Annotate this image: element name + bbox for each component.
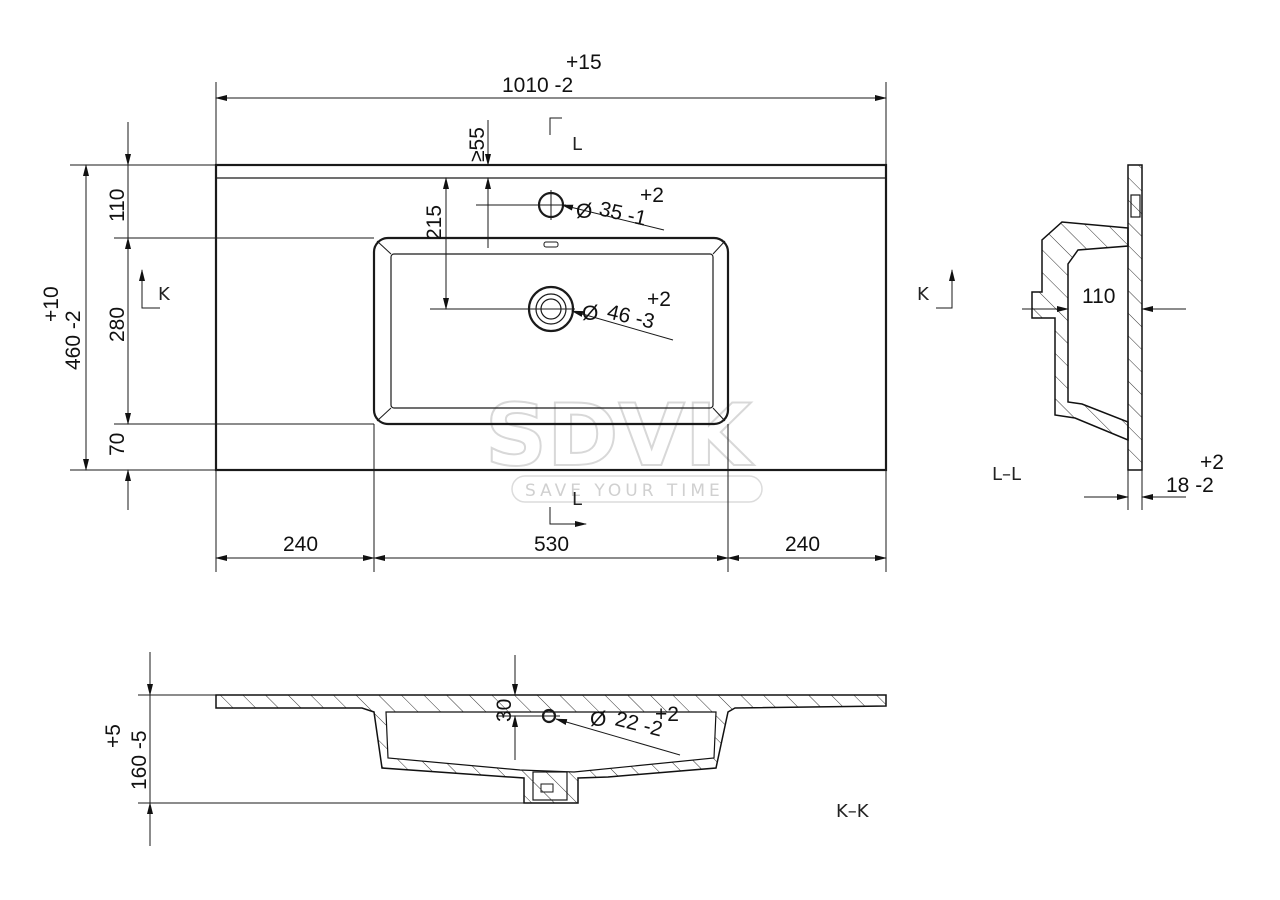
basin-bowl: [390, 253, 714, 409]
depth-dimension: 460 -2: [62, 310, 85, 370]
watermark-tagline: SAVE YOUR TIME: [525, 481, 724, 501]
section-marker-L-top: L: [549, 117, 582, 155]
svg-text:K: K: [917, 284, 930, 305]
depth-tol-upper: +10: [40, 286, 63, 322]
section-LL-label: L–L: [992, 464, 1021, 485]
section-LL-profile: [1031, 221, 1129, 442]
section-marker-K-left: K: [139, 269, 171, 309]
top-view: +15 1010 -2 +10 460 -2 110 280 70 ≥55 21…: [40, 51, 955, 572]
countertop-outline: [214, 163, 888, 472]
section-LL-thickness-tol-upper: +2: [1200, 451, 1224, 474]
left-margin-dim: 240: [283, 533, 318, 556]
watermark-pill: [511, 475, 763, 503]
svg-text:K: K: [158, 284, 171, 305]
basin-depth-dim: 280: [106, 307, 129, 342]
basin-width-dim: 530: [534, 533, 569, 556]
right-margin-dim: 240: [785, 533, 820, 556]
watermark: SDVK SAVE YOUR TIME: [484, 385, 763, 503]
svg-text:L: L: [572, 134, 582, 155]
back-margin-dim: 110: [106, 189, 129, 222]
section-LL-thickness-dim: 18 -2: [1166, 474, 1214, 497]
tap-hole-symbol: Ø: [576, 200, 592, 223]
section-LL-depth-dim: 110: [1082, 285, 1115, 308]
section-KK-height-tol-upper: +5: [102, 724, 125, 748]
front-margin-dim: 70: [106, 433, 129, 456]
overflow-hole-tol-upper: +2: [655, 703, 679, 726]
section-LL: 110 +2 18 -2 L–L: [992, 164, 1224, 510]
section-marker-K-right: K: [917, 269, 955, 309]
svg-text:L: L: [572, 489, 582, 510]
drain-position-dim: 215: [423, 205, 446, 240]
section-marker-L-bottom: L: [549, 489, 587, 527]
section-KK: +5 160 -5 30 Ø 22 -2 +2 K–K: [102, 652, 887, 846]
drain-hole-symbol: Ø: [582, 302, 598, 325]
overflow-slot: [543, 241, 559, 248]
basin-outer-rim: [372, 236, 730, 426]
overflow-hole-symbol: Ø: [590, 708, 606, 731]
width-dimension: 1010 -2: [502, 74, 573, 97]
drain-hole-tol-upper: +2: [647, 288, 671, 311]
width-tol-upper: +15: [566, 51, 602, 74]
tap-hole-tol-upper: +2: [640, 184, 664, 207]
section-KK-label: K–K: [836, 801, 870, 822]
section-KK-height-dim: 160 -5: [128, 730, 151, 790]
tap-offset-dim: ≥55: [466, 127, 489, 162]
overflow-offset-dim: 30: [493, 699, 516, 722]
